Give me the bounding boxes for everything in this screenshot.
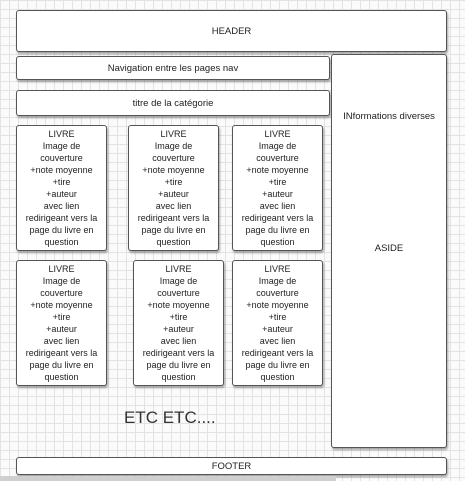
nav-box: Navigation entre les pages nav: [16, 56, 330, 80]
aside-info-label: INformations diverses: [343, 111, 435, 122]
header-box: HEADER: [16, 10, 447, 52]
book-card: LIVRE Image de couverture +note moyenne …: [133, 260, 224, 386]
aside-label: ASIDE: [374, 243, 404, 254]
nav-label: Navigation entre les pages nav: [107, 62, 239, 74]
footer-label: FOOTER: [211, 460, 252, 472]
footer-box: FOOTER: [16, 457, 447, 475]
category-title-box: titre de la catégorie: [16, 90, 330, 116]
book-card: LIVRE Image de couverture +note moyenne …: [128, 125, 219, 251]
header-label: HEADER: [211, 25, 252, 37]
book-card: LIVRE Image de couverture +note moyenne …: [16, 260, 107, 386]
etc-label: ETC ETC....: [124, 408, 216, 427]
aside-box: INformations diverses ASIDE: [331, 54, 447, 448]
book-card: LIVRE Image de couverture +note moyenne …: [16, 125, 107, 251]
book-card: LIVRE Image de couverture +note moyenne …: [232, 260, 323, 386]
book-card: LIVRE Image de couverture +note moyenne …: [232, 125, 323, 251]
canvas-scrollbar[interactable]: [0, 476, 336, 481]
category-title-label: titre de la catégorie: [132, 97, 214, 109]
